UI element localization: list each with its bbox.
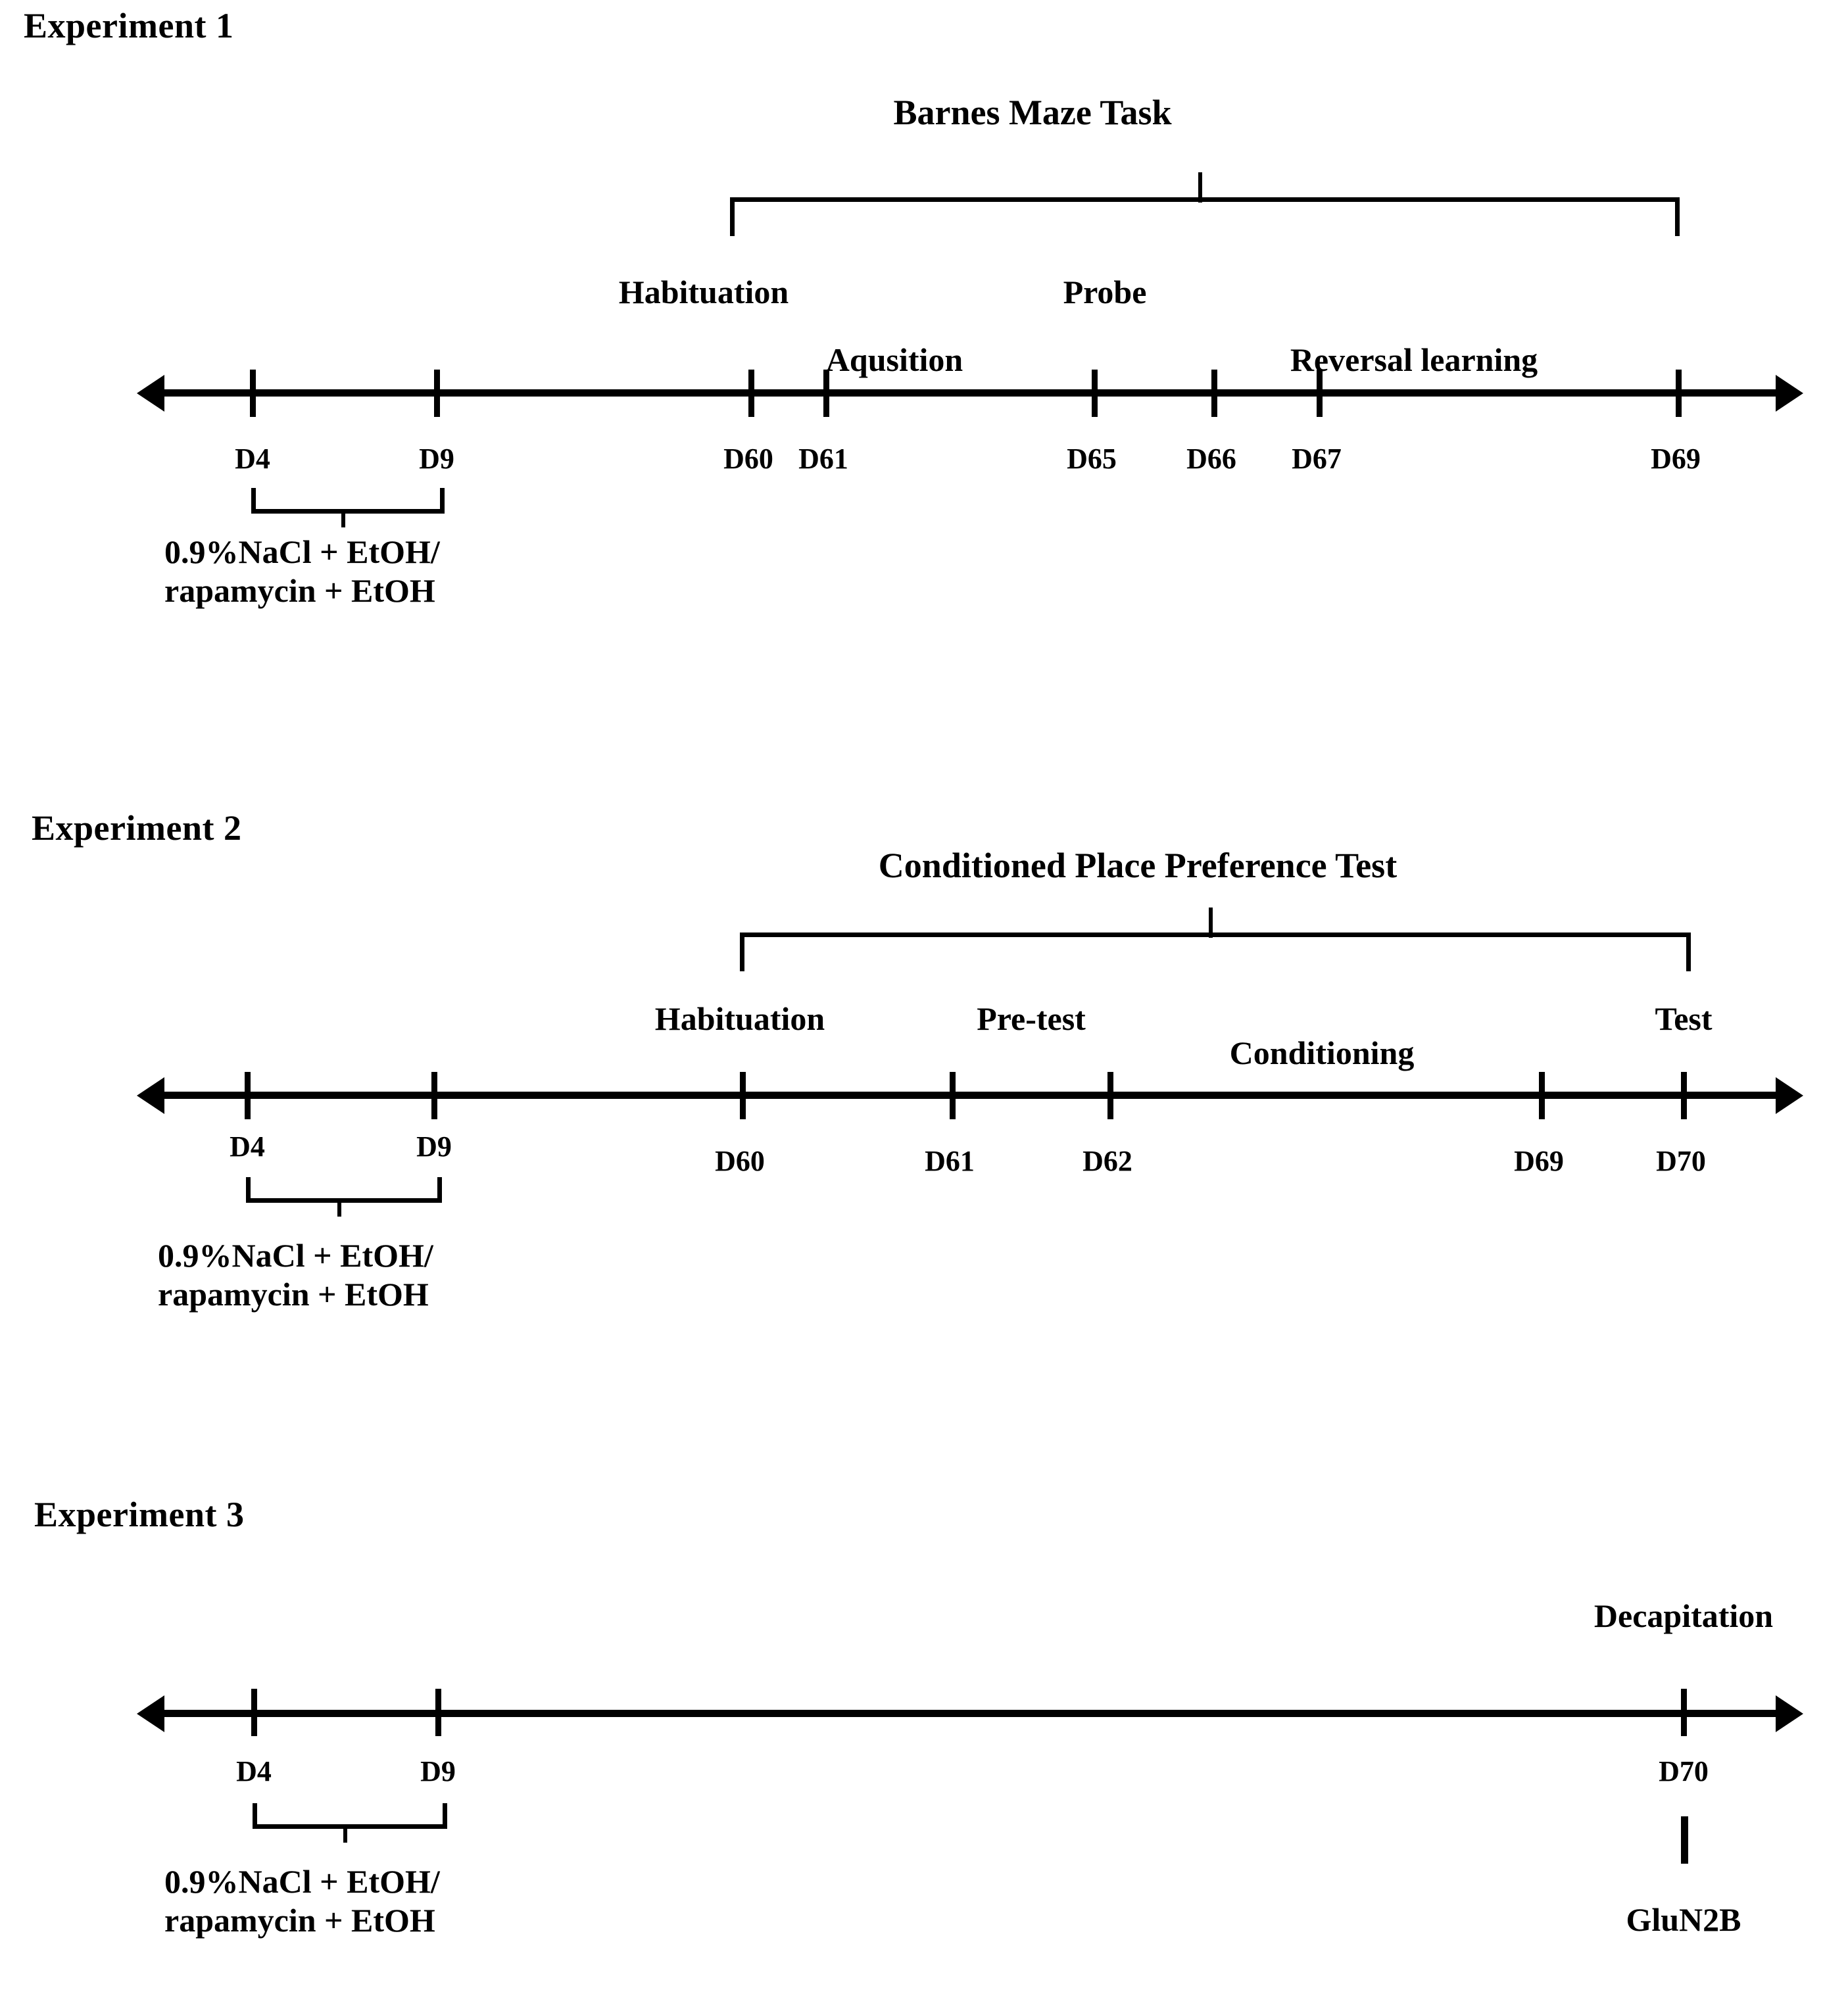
treatment-brace-stem-exp3: [343, 1824, 347, 1843]
phase-label-decapitation-exp3: Decapitation: [1593, 1597, 1774, 1634]
tick-d4-exp2: [245, 1072, 251, 1119]
day-label-d4-exp2: D4: [230, 1130, 265, 1163]
treatment-brace-exp2: [246, 1177, 442, 1203]
treatment-text-exp2: 0.9%NaCl + EtOH/ rapamycin + EtOH: [158, 1237, 433, 1313]
day-label-d61-exp2: D61: [925, 1145, 975, 1177]
phase-label-conditioning-exp2: Conditioning: [1229, 1034, 1415, 1071]
axis-arrow-right-exp3: [1776, 1695, 1803, 1732]
day-label-d69-exp1: D69: [1651, 443, 1701, 475]
experiment-3-heading: Experiment 3: [34, 1495, 245, 1534]
tick-d9-exp2: [431, 1072, 437, 1119]
day-label-d66-exp1: D66: [1186, 443, 1236, 475]
experiment-1-heading: Experiment 1: [24, 6, 234, 45]
tick-d60-exp1: [748, 370, 754, 417]
day-label-d70-exp2: D70: [1656, 1145, 1706, 1177]
phase-label-habituation-exp2: Habituation: [654, 1000, 825, 1037]
treatment-brace-stem-exp1: [341, 509, 345, 527]
day-label-d9-exp1: D9: [419, 443, 454, 475]
tick-d69-exp2: [1539, 1072, 1545, 1119]
phase-label-aqusition-exp1: Aqusition: [825, 341, 963, 378]
cpp-task-title: Conditioned Place Preference Test: [878, 846, 1398, 885]
experiment-2-heading: Experiment 2: [32, 808, 242, 848]
day-label-d60-exp2: D60: [715, 1145, 765, 1177]
cpp-span-stem: [1209, 908, 1213, 938]
day-label-d9-exp2: D9: [416, 1130, 452, 1163]
day-label-d69-exp2: D69: [1514, 1145, 1564, 1177]
barnes-maze-span-stem: [1198, 172, 1202, 203]
tick-d65-exp1: [1092, 370, 1098, 417]
tick-d61-exp2: [950, 1072, 956, 1119]
axis-arrow-left-exp2: [137, 1077, 164, 1114]
tick-d60-exp2: [740, 1072, 746, 1119]
day-label-d4-exp1: D4: [235, 443, 270, 475]
tick-d70-exp3: [1681, 1689, 1687, 1736]
phase-label-probe-exp1: Probe: [1063, 274, 1147, 310]
treatment-brace-stem-exp2: [337, 1198, 341, 1217]
axis-arrow-left-exp1: [137, 375, 164, 412]
tick-d4-exp3: [251, 1689, 257, 1736]
tick-d9-exp3: [435, 1689, 441, 1736]
barnes-maze-task-title: Barnes Maze Task: [893, 93, 1172, 132]
treatment-text-exp3: 0.9%NaCl + EtOH/ rapamycin + EtOH: [164, 1863, 440, 1939]
day-label-d4-exp3: D4: [236, 1755, 272, 1787]
day-label-d70-exp3: D70: [1659, 1755, 1709, 1787]
tick-d70-exp2: [1681, 1072, 1687, 1119]
phase-label-test-exp2: Test: [1655, 1000, 1713, 1037]
phase-label-pre-test-exp2: Pre-test: [977, 1000, 1086, 1037]
day-label-d67-exp1: D67: [1292, 443, 1342, 475]
treatment-brace-exp1: [251, 488, 445, 514]
marker-label-glun2b: GluN2B: [1626, 1901, 1741, 1938]
tick-d69-exp1: [1676, 370, 1682, 417]
day-label-d62-exp2: D62: [1082, 1145, 1132, 1177]
axis-arrow-left-exp3: [137, 1695, 164, 1732]
glun2b-drop-stem: [1681, 1816, 1688, 1864]
timeline-axis-exp1: [164, 389, 1776, 397]
treatment-brace-exp3: [253, 1803, 447, 1829]
timeline-axis-exp2: [164, 1092, 1776, 1099]
phase-label-reversal-learning-exp1: Reversal learning: [1290, 341, 1538, 378]
axis-arrow-right-exp1: [1776, 375, 1803, 412]
phase-label-habituation-exp1: Habituation: [618, 274, 789, 310]
tick-d66-exp1: [1211, 370, 1217, 417]
barnes-maze-span-bracket: [730, 197, 1680, 236]
tick-d61-exp1: [823, 370, 829, 417]
tick-d67-exp1: [1317, 370, 1323, 417]
timeline-axis-exp3: [164, 1710, 1776, 1717]
treatment-text-exp1: 0.9%NaCl + EtOH/ rapamycin + EtOH: [164, 533, 440, 609]
day-label-d9-exp3: D9: [420, 1755, 456, 1787]
axis-arrow-right-exp2: [1776, 1077, 1803, 1114]
tick-d9-exp1: [434, 370, 440, 417]
cpp-span-bracket: [740, 933, 1691, 971]
tick-d62-exp2: [1107, 1072, 1113, 1119]
day-label-d61-exp1: D61: [798, 443, 848, 475]
day-label-d65-exp1: D65: [1067, 443, 1117, 475]
tick-d4-exp1: [250, 370, 256, 417]
day-label-d60-exp1: D60: [723, 443, 773, 475]
